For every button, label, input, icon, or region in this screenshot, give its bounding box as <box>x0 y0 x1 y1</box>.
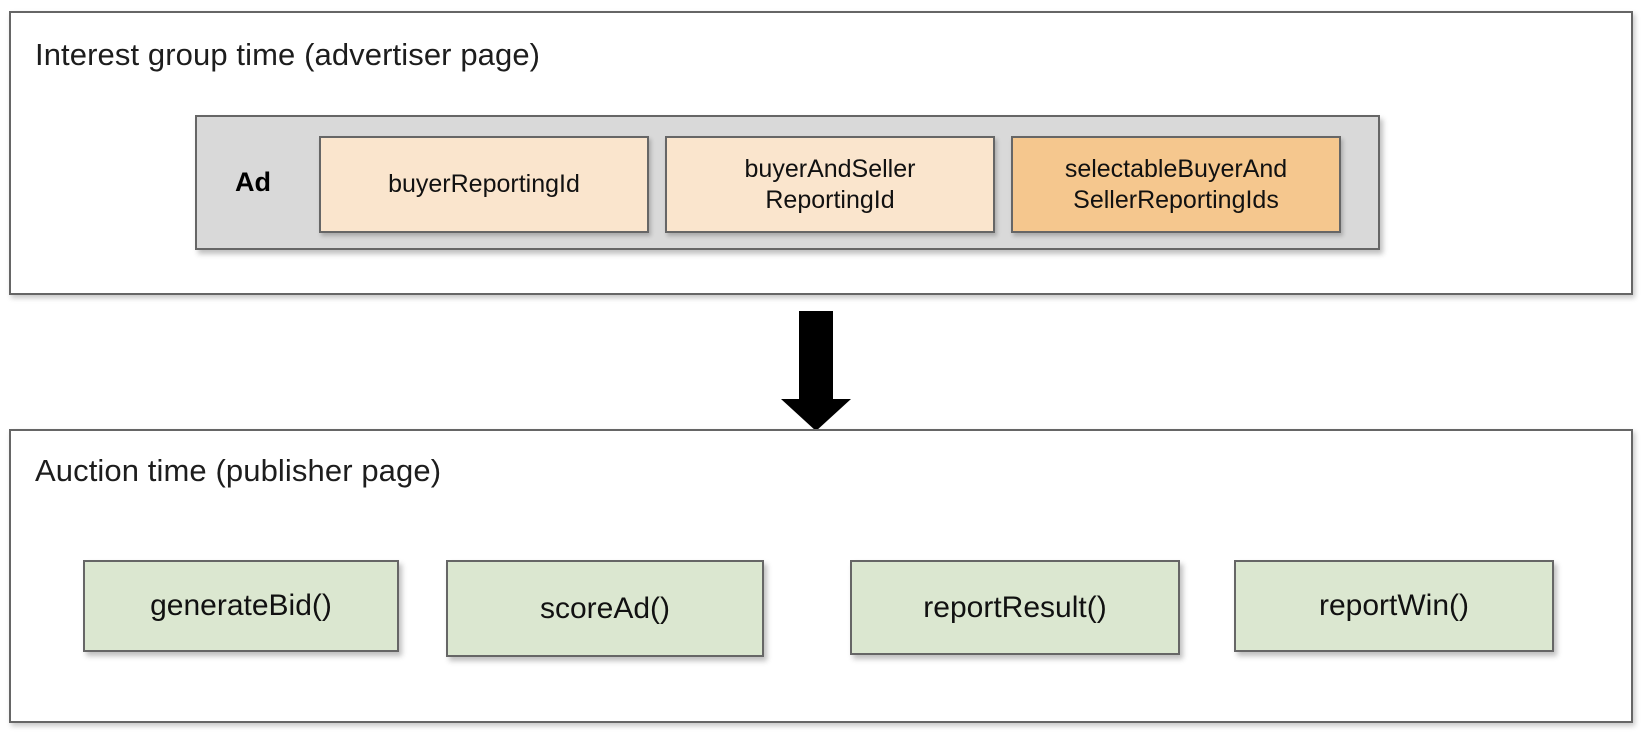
advertiser-panel: Interest group time (advertiser page) Ad… <box>9 11 1633 295</box>
function-box-score-ad: scoreAd() <box>446 560 764 657</box>
reporting-id-box-buyer-reporting-id: buyerReportingId <box>319 136 649 233</box>
function-box-report-result: reportResult() <box>850 560 1180 655</box>
reporting-id-label-line1: selectableBuyerAnd <box>1064 155 1288 183</box>
advertiser-panel-title: Interest group time (advertiser page) <box>35 37 541 72</box>
reporting-id-box-selectable-buyer-and-seller-reporting-ids: selectableBuyerAnd SellerReportingIds <box>1011 136 1341 233</box>
function-box-label: generateBid() <box>150 589 332 622</box>
arrow-down-icon <box>781 311 851 431</box>
publisher-panel-title: Auction time (publisher page) <box>35 453 442 488</box>
function-box-label: reportResult() <box>923 590 1107 624</box>
function-box-label: reportWin() <box>1318 589 1469 622</box>
reporting-id-label-line1: buyerAndSeller <box>744 155 916 183</box>
reporting-id-label: selectableBuyerAnd SellerReportingIds <box>1065 154 1287 215</box>
function-box-generate-bid: generateBid() <box>83 560 399 652</box>
reporting-id-label: buyerAndSeller ReportingId <box>745 154 916 215</box>
reporting-id-box-buyer-and-seller-reporting-id: buyerAndSeller ReportingId <box>665 136 995 233</box>
reporting-id-label: buyerReportingId <box>388 170 580 199</box>
function-box-label: scoreAd() <box>539 591 671 625</box>
ad-container: Ad buyerReportingId buyerAndSeller Repor… <box>195 115 1380 250</box>
publisher-panel: Auction time (publisher page) generateBi… <box>9 429 1633 723</box>
reporting-id-label-line2: ReportingId <box>765 185 895 214</box>
ad-label: Ad <box>235 167 271 197</box>
function-box-report-win: reportWin() <box>1234 560 1554 652</box>
reporting-id-label-line2: SellerReportingIds <box>1073 185 1279 214</box>
